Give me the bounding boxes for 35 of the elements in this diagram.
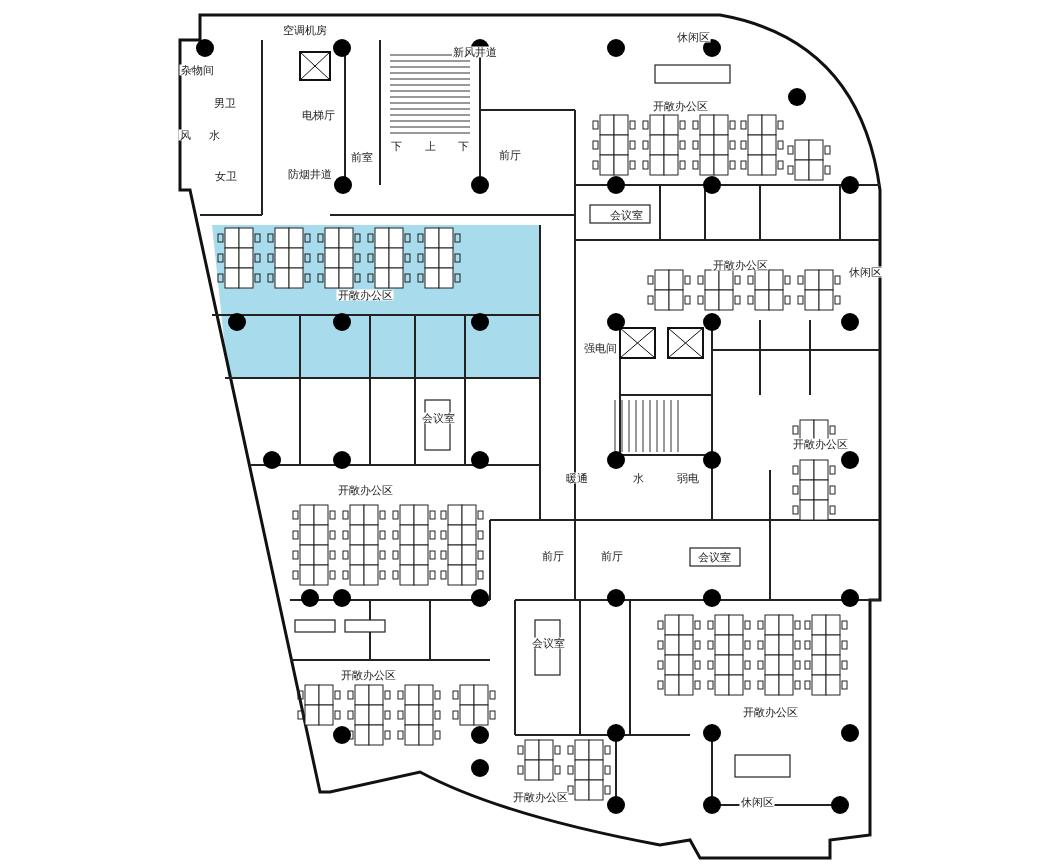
room-label: 前厅: [541, 550, 565, 562]
room-label: 男卫: [213, 97, 237, 109]
room-label: 会议室: [420, 412, 456, 424]
room-label: 电梯厅: [300, 109, 336, 121]
room-label: 前厅: [498, 149, 522, 161]
room-label: 强电间: [582, 342, 618, 354]
room-label: 防烟井道: [287, 168, 333, 180]
room-label: 休闲区: [739, 796, 775, 808]
room-label: 开敞办公区: [336, 289, 394, 301]
room-label: 暖通: [565, 472, 589, 484]
room-label: 开敞办公区: [511, 791, 569, 803]
room-label: 下: [389, 140, 403, 152]
room-label: 空调机房: [282, 24, 328, 36]
room-label: 下: [456, 140, 470, 152]
room-label: 前厅: [600, 550, 624, 562]
room-label: 杂物间: [179, 64, 215, 76]
room-label: 会议室: [608, 209, 644, 221]
room-label: 开敞办公区: [651, 100, 709, 112]
room-label: 开敞办公区: [339, 669, 397, 681]
room-label: 水: [631, 472, 645, 484]
room-label: 水: [207, 129, 221, 141]
room-label: 休闲区: [675, 31, 711, 43]
room-label: 休闲区: [847, 266, 883, 278]
room-label: 开敞办公区: [741, 706, 799, 718]
room-label: 新风井道: [452, 46, 498, 58]
room-label: 会议室: [696, 551, 732, 563]
room-label: 上: [423, 140, 437, 152]
room-label: 开敞办公区: [711, 259, 769, 271]
room-label: 女卫: [214, 170, 238, 182]
room-label: 风: [178, 129, 192, 141]
room-label: 会议室: [530, 637, 566, 649]
room-label: 前室: [350, 151, 374, 163]
room-label: 开敞办公区: [336, 484, 394, 496]
room-label: 弱电: [676, 472, 700, 484]
room-label: 开敞办公区: [791, 438, 849, 450]
